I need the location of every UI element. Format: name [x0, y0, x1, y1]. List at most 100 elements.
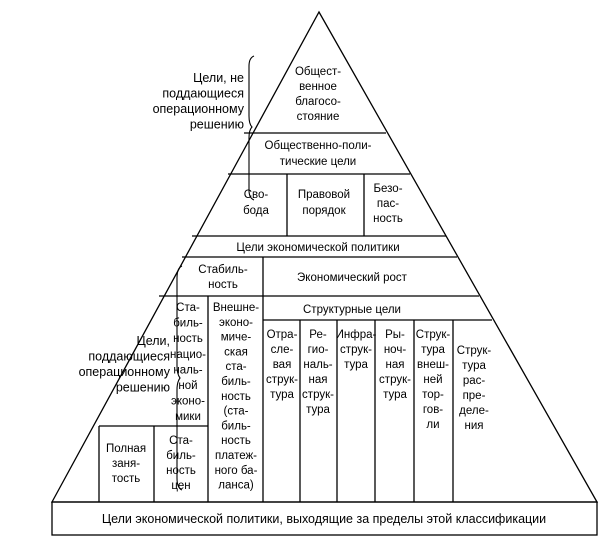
- label-external-economic-stability-line-2: миче-: [221, 332, 252, 344]
- label-external-economic-stability-line-5: биль-: [221, 376, 251, 388]
- label-market-structure-line-1: ноч-: [384, 344, 406, 356]
- label-infrastructure-line-0: Инфра-: [336, 329, 377, 341]
- label-economic-growth-line-0: Экономический рост: [297, 272, 408, 284]
- label-price-stability-line-1: биль-: [166, 450, 196, 462]
- label-price-stability-line-0: Ста-: [169, 435, 193, 447]
- label-sectoral-structure-line-2: вая: [273, 359, 292, 371]
- label-security: Безо-пас-ность: [373, 183, 403, 225]
- label-operational-goals-line-3: решению: [116, 381, 170, 395]
- label-freedom-line-0: Сво-: [244, 189, 269, 201]
- label-operational-goals-line-1: поддающиеся: [88, 350, 170, 364]
- label-top-block-line-0: Общест-: [295, 66, 341, 78]
- label-legal-order-line-1: порядок: [302, 205, 346, 217]
- label-full-employment-line-0: Полная: [106, 443, 146, 455]
- label-external-economic-stability-line-3: ская: [224, 346, 248, 358]
- label-foreign-trade-structure-line-0: Струк-: [416, 329, 451, 341]
- label-national-economy-stability-line-5: ной: [178, 380, 197, 392]
- label-regional-structure-line-3: ная: [309, 374, 328, 386]
- label-foreign-trade-structure-line-3: ней: [423, 374, 442, 386]
- label-foreign-trade-structure: Струк-тура внеш-ней тор-гов-ли: [416, 329, 451, 431]
- label-sectoral-structure: Отра-сле-вая струк-тура: [266, 329, 298, 401]
- label-sectoral-structure-line-0: Отра-: [267, 329, 298, 341]
- label-freedom: Сво-бода: [243, 189, 269, 217]
- label-non-operational-goals-line-0: Цели, не: [193, 71, 244, 85]
- level-lines: [99, 132, 492, 427]
- label-external-economic-stability-line-12: ланса): [218, 480, 254, 492]
- label-infrastructure: Инфра-струк-тура: [336, 329, 377, 371]
- label-sectoral-structure-line-3: струк-: [266, 374, 298, 386]
- label-regional-structure-line-4: струк-: [302, 389, 334, 401]
- label-national-economy-stability-line-2: ность: [173, 333, 203, 345]
- label-external-economic-stability-line-11: ного ба-: [215, 465, 258, 477]
- label-regional-structure-line-1: гио-: [308, 344, 329, 356]
- label-non-operational-goals-line-2: операционному: [153, 102, 245, 116]
- label-external-economic-stability-line-6: ность: [221, 391, 251, 403]
- label-distribution-structure-line-3: пре-: [463, 390, 486, 402]
- label-top-block-line-2: благосо-: [295, 96, 341, 108]
- label-economic-policy-goals-line-0: Цели экономической политики: [236, 242, 399, 254]
- label-security-line-2: ность: [373, 213, 403, 225]
- label-infrastructure-line-2: тура: [344, 359, 368, 371]
- label-full-employment: Полная заня-тость: [106, 443, 146, 485]
- label-operational-goals-line-0: Цели,: [136, 334, 170, 348]
- label-national-economy-stability-line-0: Ста-: [176, 302, 200, 314]
- label-foreign-trade-structure-line-5: гов-: [423, 404, 443, 416]
- label-socio-political-goals-line-1: тические цели: [280, 156, 356, 168]
- label-external-economic-stability-line-9: ность: [221, 435, 251, 447]
- label-distribution-structure-line-0: Струк-: [457, 345, 492, 357]
- label-national-economy-stability-line-4: наль-: [173, 364, 202, 376]
- label-operational-goals-line-2: операционному: [79, 365, 171, 379]
- label-sectoral-structure-line-1: сле-: [271, 344, 294, 356]
- label-security-line-1: пас-: [377, 198, 399, 210]
- label-regional-structure-line-0: Ре-: [309, 329, 327, 341]
- side-braces: [176, 55, 255, 491]
- label-foreign-trade-structure-line-4: тор-: [422, 389, 444, 401]
- label-base-goals-line-0: Цели экономической политики, выходящие з…: [102, 512, 546, 526]
- label-legal-order: Правовой порядок: [298, 189, 350, 217]
- label-legal-order-line-0: Правовой: [298, 189, 350, 201]
- label-regional-structure-line-5: тура: [306, 404, 330, 416]
- label-national-economy-stability-line-3: нацио-: [170, 349, 206, 361]
- label-price-stability-line-3: цен: [171, 480, 190, 492]
- label-distribution-structure-line-1: тура: [462, 360, 486, 372]
- label-market-structure-line-0: Ры-: [385, 329, 405, 341]
- label-foreign-trade-structure-line-2: внеш-: [417, 359, 449, 371]
- label-full-employment-line-2: тость: [112, 473, 141, 485]
- label-national-economy-stability-line-1: биль-: [173, 318, 203, 330]
- label-full-employment-line-1: заня-: [112, 458, 140, 470]
- label-non-operational-goals-line-3: решению: [190, 118, 244, 132]
- upper-brace: [248, 55, 255, 201]
- label-price-stability: Ста-биль-ность цен: [166, 435, 196, 492]
- label-security-line-0: Безо-: [373, 183, 402, 195]
- label-national-economy-stability: Ста-биль-ность нацио-наль-ной эконо-мики: [170, 302, 206, 423]
- label-national-economy-stability-line-6: эконо-: [171, 396, 205, 408]
- label-stability: Стабиль-ность: [198, 264, 248, 291]
- label-regional-structure: Ре-гио-наль-ная струк-тура: [302, 329, 334, 416]
- label-national-economy-stability-line-7: мики: [175, 411, 201, 423]
- label-economic-policy-goals: Цели экономической политики: [236, 242, 399, 254]
- label-distribution-structure-line-5: ния: [464, 420, 483, 432]
- label-market-structure-line-3: струк-: [379, 374, 411, 386]
- label-structural-goals: Структурные цели: [303, 304, 401, 316]
- label-regional-structure-line-2: наль-: [303, 359, 332, 371]
- label-base-goals: Цели экономической политики, выходящие з…: [102, 512, 546, 526]
- label-foreign-trade-structure-line-6: ли: [426, 419, 439, 431]
- label-stability-line-1: ность: [208, 279, 238, 291]
- lower-brace: [176, 265, 183, 491]
- label-socio-political-goals-line-0: Общественно-поли-: [265, 140, 372, 152]
- label-distribution-structure-line-2: рас-: [463, 375, 486, 387]
- label-sectoral-structure-line-4: тура: [270, 389, 294, 401]
- label-economic-growth: Экономический рост: [297, 272, 408, 284]
- label-price-stability-line-2: ность: [166, 465, 196, 477]
- label-market-structure-line-2: ная: [386, 359, 405, 371]
- label-socio-political-goals: Общественно-поли-тические цели: [265, 140, 372, 168]
- label-foreign-trade-structure-line-1: тура: [421, 344, 445, 356]
- label-top-block-line-1: венное: [299, 81, 337, 93]
- label-structural-goals-line-0: Структурные цели: [303, 304, 401, 316]
